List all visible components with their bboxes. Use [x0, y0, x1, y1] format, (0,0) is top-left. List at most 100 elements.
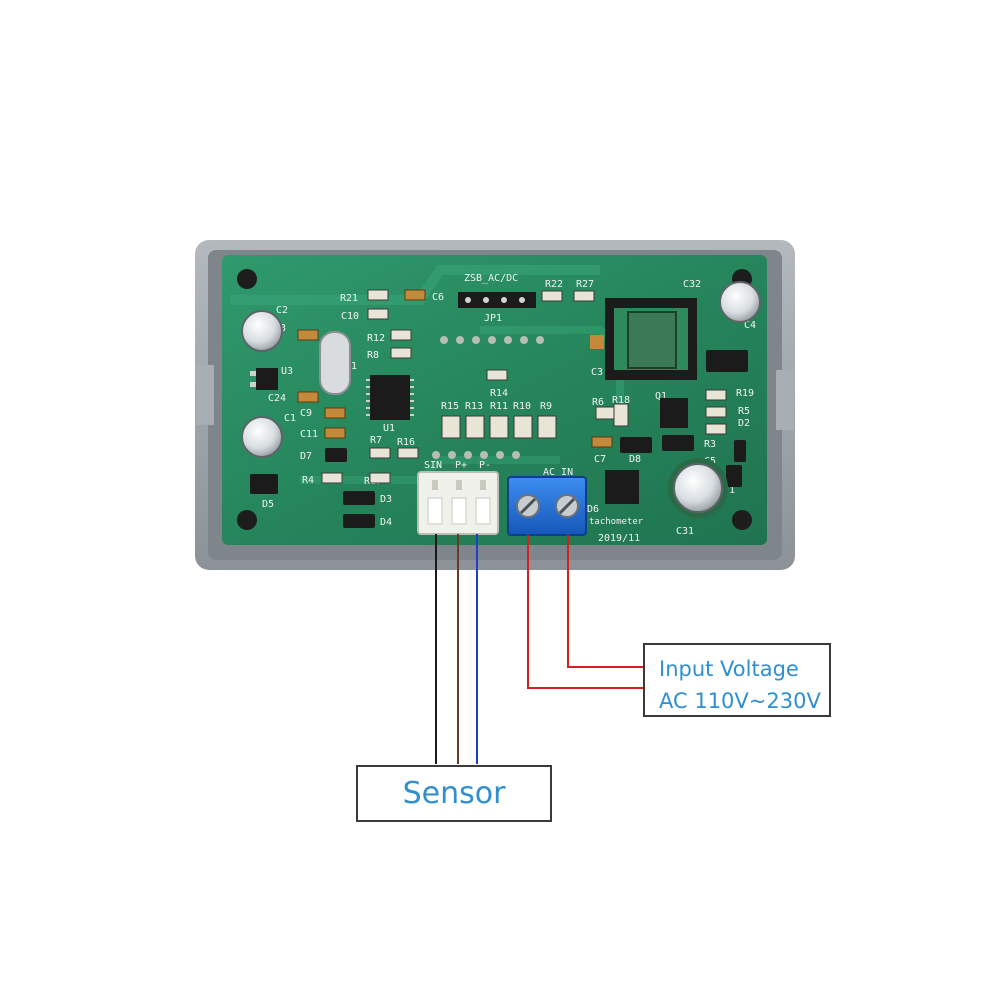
silk-R27: R27 — [576, 279, 594, 290]
silk-C10: C10 — [341, 311, 359, 322]
silk-R10: R10 — [513, 401, 531, 412]
silk-R8: R8 — [367, 350, 379, 361]
capacitor-c6 — [404, 289, 426, 301]
ac-terminal-block — [507, 476, 587, 536]
capacitor-c7 — [591, 436, 613, 448]
capacitor-c2 — [241, 310, 283, 352]
silk-U1: U1 — [383, 423, 395, 434]
resistor-r11 — [489, 415, 509, 439]
silk-C24: C24 — [268, 393, 286, 404]
diode-d2 — [734, 440, 746, 462]
resistor-r19 — [705, 389, 727, 401]
sensor-pin-pminus: P- — [479, 460, 491, 471]
silk-C1: C1 — [284, 413, 296, 424]
silk-R7: R7 — [370, 435, 382, 446]
wire-ac-line-2 — [567, 535, 643, 668]
capacitor-c23 — [297, 329, 319, 341]
input-voltage-range: AC 110V~230V — [659, 689, 821, 713]
transistor-q1 — [660, 398, 688, 428]
wires — [435, 534, 643, 764]
silk-R15: R15 — [441, 401, 459, 412]
resistor-r10 — [513, 415, 533, 439]
resistor-c10 — [367, 308, 389, 320]
wire-ac-line-1 — [527, 535, 643, 689]
bridge-rectifier — [605, 470, 639, 504]
silk-R18: R18 — [612, 395, 630, 406]
silk-C9: C9 — [300, 408, 312, 419]
board-date: 2019/11 — [598, 533, 640, 544]
capacitor-c11 — [324, 427, 346, 439]
diode-r3 — [662, 435, 694, 451]
regulator-u3 — [250, 368, 278, 390]
sensor-pin-pplus: P+ — [455, 460, 467, 471]
resistor-r15 — [441, 415, 461, 439]
silk-R5: R5 — [738, 406, 750, 417]
silk-R22: R22 — [545, 279, 563, 290]
diode-d1 — [726, 465, 742, 487]
resistor-r13 — [465, 415, 485, 439]
mounting-hole — [237, 510, 257, 530]
silk-C2: C2 — [276, 305, 288, 316]
silk-R19: R19 — [736, 388, 754, 399]
board-title: ZSB_AC/DC — [464, 273, 518, 284]
silk-Y1: Y1 — [345, 361, 357, 372]
resistor-r16 — [397, 447, 419, 459]
silk-D3: D3 — [380, 494, 392, 505]
diode-d5 — [250, 474, 278, 494]
resistor-r17 — [369, 472, 391, 484]
diode-c4 — [706, 350, 748, 372]
resistor-r12 — [390, 329, 412, 341]
silk-D1-pin: 1 — [729, 485, 735, 496]
silk-R9: R9 — [540, 401, 552, 412]
silk-Q1: Q1 — [655, 391, 667, 402]
silk-C11: C11 — [300, 429, 318, 440]
silk-C4: C4 — [744, 320, 756, 331]
resistor-r7 — [369, 447, 391, 459]
silk-C32: C32 — [683, 279, 701, 290]
silk-R4: R4 — [302, 475, 314, 486]
capacitor-c1 — [241, 416, 283, 458]
resistor-r5 — [705, 406, 727, 418]
ac-terminal-label: AC_IN — [543, 467, 573, 478]
jumper-label: JP1 — [484, 313, 502, 324]
silk-D6: D6 — [587, 504, 599, 515]
capacitor-c32 — [719, 281, 761, 323]
sensor-box: Sensor — [356, 765, 552, 822]
silk-R3: R3 — [704, 439, 716, 450]
jumper-jp1 — [458, 292, 536, 308]
sensor-label: Sensor — [402, 776, 506, 811]
sensor-connector — [417, 471, 499, 535]
silk-D4: D4 — [380, 517, 392, 528]
input-voltage-box: Input Voltage AC 110V~230V — [643, 643, 831, 717]
silk-C31: C31 — [676, 526, 694, 537]
resistor-r9 — [537, 415, 557, 439]
resistor-r3 — [705, 423, 727, 435]
resistor-r4 — [321, 472, 343, 484]
resistor-r27 — [573, 290, 595, 302]
diode-d4 — [343, 514, 375, 528]
diode-d3 — [343, 491, 375, 505]
resistor-r22 — [541, 290, 563, 302]
silk-R13: R13 — [465, 401, 483, 412]
diode-d8 — [620, 437, 652, 453]
silk-D2: D2 — [738, 418, 750, 429]
silk-R6: R6 — [592, 397, 604, 408]
silk-C7: C7 — [594, 454, 606, 465]
resistor-r18 — [613, 403, 629, 427]
resistor-r6 — [595, 406, 617, 420]
capacitor-c24 — [297, 391, 319, 403]
resistor-r21 — [367, 289, 389, 301]
resistor-r8 — [390, 347, 412, 359]
capacitor-c31 — [673, 463, 723, 513]
diode-d7 — [325, 448, 347, 462]
crystal-y1 — [319, 331, 351, 395]
silk-C3: C3 — [591, 367, 603, 378]
silk-D7: D7 — [300, 451, 312, 462]
components — [241, 281, 761, 528]
mounting-hole — [732, 510, 752, 530]
mounting-hole — [237, 269, 257, 289]
capacitor-c9 — [324, 407, 346, 419]
input-voltage-title: Input Voltage — [659, 657, 799, 681]
sensor-pin-sin: SIN — [424, 460, 442, 471]
